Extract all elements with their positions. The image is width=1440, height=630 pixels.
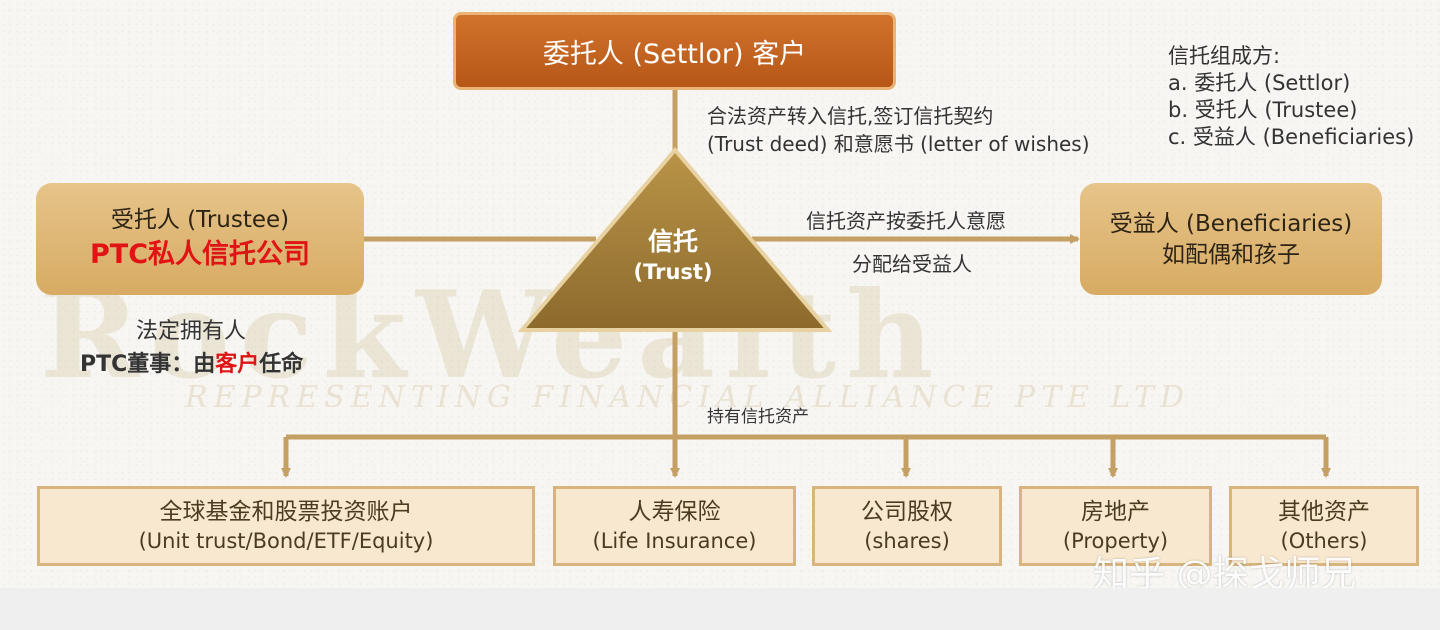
beneficiaries-examples: 如配偶和孩子 xyxy=(1162,242,1300,268)
distribution-label-line2: 分配给受益人 xyxy=(852,252,972,276)
ptc-director-prefix: PTC董事：由 xyxy=(80,352,216,377)
asset-name-en: (shares) xyxy=(864,529,950,553)
trustee-ptc-label: PTC私人信托公司 xyxy=(89,239,311,270)
asset-name: 全球基金和股票投资账户 xyxy=(159,499,413,525)
asset-box-investments: 全球基金和股票投资账户 (Unit trust/Bond/ETF/Equity) xyxy=(37,486,535,566)
party-item: c. 受益人 (Beneficiaries) xyxy=(1168,125,1415,149)
asset-box-shares: 公司股权 (shares) xyxy=(812,486,1002,566)
trust-label: 信托 (Trust) xyxy=(598,226,748,286)
transfer-label: 合法资产转入信托,签订信托契约 (Trust deed) 和意愿书 (lette… xyxy=(707,102,1090,158)
asset-name: 房地产 xyxy=(1081,499,1150,525)
diagram-canvas: RockWealth REPRESENTING FINANCIAL ALLIAN… xyxy=(0,0,1440,588)
parties-title: 信托组成方: xyxy=(1168,44,1281,68)
trust-triangle xyxy=(517,146,833,332)
connectors xyxy=(281,90,1331,478)
distribution-label-line1: 信托资产按委托人意愿 xyxy=(806,209,1006,233)
footer-band xyxy=(0,588,1440,630)
asset-box-others: 其他资产 (Others) xyxy=(1229,486,1419,566)
zhihu-watermark: 知乎 @探戈师兄 xyxy=(1093,554,1357,588)
transfer-label-line1: 合法资产转入信托,签订信托契约 xyxy=(707,104,994,128)
ptc-director-label: PTC董事：由客户任命 xyxy=(80,346,303,378)
asset-name-en: (Life Insurance) xyxy=(592,529,757,553)
trust-label-en: (Trust) xyxy=(633,260,713,284)
asset-name-en: (Others) xyxy=(1280,529,1368,553)
trust-parties-list: 信托组成方: a. 委托人 (Settlor) b. 受托人 (Trustee)… xyxy=(1168,43,1414,151)
beneficiaries-label: 受益人 (Beneficiaries) xyxy=(1109,211,1353,237)
transfer-label-line2: (Trust deed) 和意愿书 (letter of wishes) xyxy=(707,132,1090,156)
asset-name: 其他资产 xyxy=(1278,499,1370,525)
asset-name-en: (Unit trust/Bond/ETF/Equity) xyxy=(138,529,434,553)
asset-name: 人寿保险 xyxy=(628,499,721,525)
settlor-label: 委托人 (Settlor) 客户 xyxy=(542,38,807,70)
trust-label-cn: 信托 xyxy=(647,227,698,256)
party-item: a. 委托人 (Settlor) xyxy=(1168,71,1351,95)
settlor-box: 委托人 (Settlor) 客户 xyxy=(453,12,896,90)
asset-box-property: 房地产 (Property) xyxy=(1019,486,1212,566)
ptc-director-highlight: 客户 xyxy=(215,352,260,377)
trustee-box: 受托人 (Trustee) PTC私人信托公司 xyxy=(36,183,364,295)
rockwealth-watermark-sub: REPRESENTING FINANCIAL ALLIANCE PTE LTD xyxy=(185,380,1191,415)
asset-name: 公司股权 xyxy=(861,499,953,525)
hold-assets-label: 持有信托资产 xyxy=(707,407,809,427)
ptc-director-suffix: 任命 xyxy=(259,352,304,377)
asset-box-insurance: 人寿保险 (Life Insurance) xyxy=(553,486,796,566)
trustee-label: 受托人 (Trustee) xyxy=(110,207,290,233)
legal-owner-label: 法定拥有人 xyxy=(136,319,247,344)
asset-name-en: (Property) xyxy=(1062,529,1169,553)
beneficiaries-box: 受益人 (Beneficiaries) 如配偶和孩子 xyxy=(1080,183,1382,295)
party-item: b. 受托人 (Trustee) xyxy=(1168,98,1358,122)
